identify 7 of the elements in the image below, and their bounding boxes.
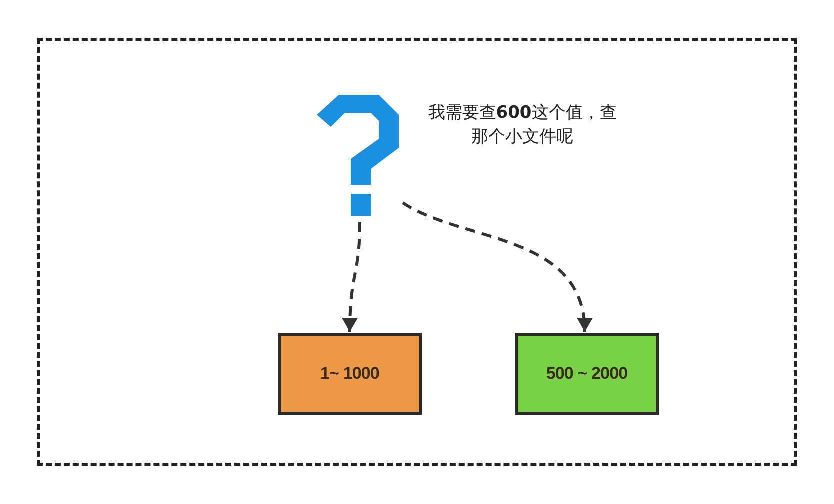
range-box — [515, 333, 659, 415]
range-box — [278, 333, 422, 415]
dashed-arrow — [342, 222, 362, 332]
annotation-text: 我需要查600这个值，查那个小文件呢 — [427, 102, 618, 149]
dashed-arrow — [402, 202, 592, 332]
range-label: 1~ 1000 — [320, 363, 380, 386]
range-label: 500 ~ 2000 — [546, 363, 628, 386]
